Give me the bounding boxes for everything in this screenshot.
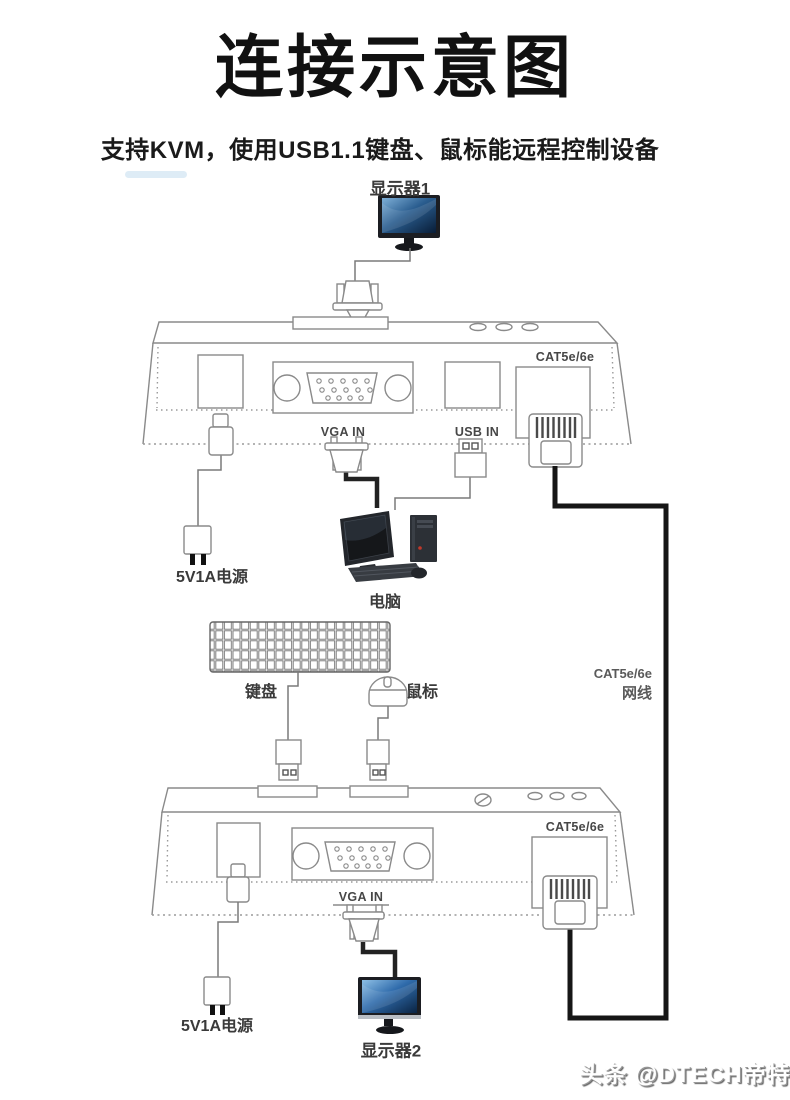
vga-connector-top <box>332 280 383 320</box>
monitor1-label: 显示器1 <box>369 179 431 199</box>
artifact-smudge <box>125 171 187 178</box>
rx-vga-port <box>291 827 434 881</box>
page-title: 连接示意图 <box>214 30 575 106</box>
power-adapter-bottom <box>203 976 231 1015</box>
rx-vga-in-label: VGA IN <box>338 890 384 904</box>
computer-label: 电脑 <box>368 594 402 611</box>
monitor2-art <box>358 977 421 1034</box>
monitor2-label: 显示器2 <box>360 1041 422 1061</box>
usb-cable-to-pc <box>394 477 471 510</box>
rx-rj45-port <box>531 836 608 930</box>
watermark: 头条 @DTECH帝特 <box>579 1061 790 1087</box>
power-adapter-top <box>183 525 212 565</box>
tx-usb-port <box>444 361 501 409</box>
mouse-cable <box>377 706 389 740</box>
keyboard-art <box>209 621 391 673</box>
receiver-box <box>151 785 635 930</box>
screw-icon <box>474 793 492 807</box>
transmitter-box <box>142 316 632 468</box>
tx-rj45-port <box>515 366 591 468</box>
tx-usb-plug <box>454 438 487 478</box>
tx-vga-in-label: VGA IN <box>320 425 366 439</box>
cat5e-cable-label: CAT5e/6e 网线 <box>552 664 652 704</box>
computer-art <box>340 511 437 582</box>
monitor1-art <box>378 195 440 251</box>
tx-cat5-port-label: CAT5e/6e <box>535 350 595 364</box>
power-adapter-bottom-label: 5V1A电源 <box>180 1018 254 1035</box>
keyboard-cable <box>287 672 299 740</box>
mouse-label: 鼠标 <box>405 684 439 701</box>
cat5e-cable-label-line1: CAT5e/6e <box>593 666 652 681</box>
keyboard-usb-plug <box>275 739 302 781</box>
page-subtitle: 支持KVM，使用USB1.1键盘、鼠标能远程控制设备 <box>100 137 660 164</box>
tx-vga-male-connector <box>324 436 369 473</box>
monitor1-cable <box>354 248 411 281</box>
power-adapter-top-label: 5V1A电源 <box>175 569 249 586</box>
mouse-usb-plug <box>366 739 390 781</box>
tx-usb-in-label: USB IN <box>454 425 500 439</box>
mouse-art <box>368 676 408 707</box>
cat5e-cable <box>552 466 669 1021</box>
cat5e-cable-label-line2: 网线 <box>621 685 652 702</box>
vga-cable-to-pc <box>343 472 380 508</box>
tx-power-cable <box>197 455 222 526</box>
tx-power-plug <box>208 413 234 456</box>
rx-power-cable <box>217 902 239 977</box>
keyboard-label: 键盘 <box>244 684 278 701</box>
rx-vga-male-connector <box>342 904 385 942</box>
rx-cat5-port-label: CAT5e/6e <box>545 820 605 834</box>
rx-vga-cable <box>360 942 398 977</box>
tx-vga-port <box>272 361 414 414</box>
tx-power-port <box>197 354 244 409</box>
